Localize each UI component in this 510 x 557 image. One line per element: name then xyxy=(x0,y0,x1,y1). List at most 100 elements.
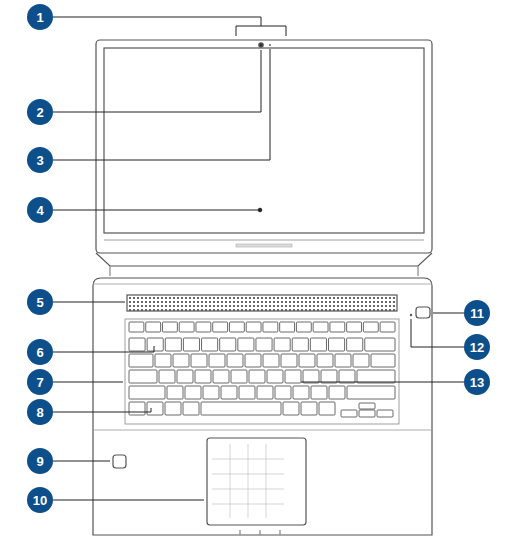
callout-number: 10 xyxy=(27,487,53,513)
key xyxy=(357,370,395,383)
key xyxy=(159,370,175,383)
key xyxy=(292,338,308,351)
key xyxy=(263,322,278,332)
key xyxy=(353,354,369,367)
key xyxy=(249,370,265,383)
callout-circle xyxy=(27,147,53,173)
key xyxy=(321,370,337,383)
camera-indicator xyxy=(269,44,271,46)
callout-number: 6 xyxy=(27,339,53,365)
arrow-key xyxy=(341,410,357,417)
key xyxy=(347,338,363,351)
key xyxy=(329,386,345,399)
speaker-grille xyxy=(127,295,397,311)
callout-number: 11 xyxy=(464,300,490,326)
key xyxy=(280,322,295,332)
key xyxy=(301,402,317,415)
callout-circle xyxy=(27,369,53,395)
key xyxy=(239,386,255,399)
arrow-key xyxy=(377,410,393,417)
key xyxy=(221,386,237,399)
key xyxy=(347,386,395,399)
key xyxy=(129,338,145,351)
callout-circle xyxy=(27,197,53,223)
touchpad xyxy=(207,438,306,525)
callout-circle xyxy=(27,289,53,315)
key xyxy=(185,386,201,399)
callout-number: 9 xyxy=(27,448,53,474)
key xyxy=(231,370,247,383)
key xyxy=(330,322,345,332)
arrow-key xyxy=(359,410,375,417)
key xyxy=(146,322,161,332)
callout-number: 8 xyxy=(27,399,53,425)
key xyxy=(229,322,244,332)
key xyxy=(195,370,211,383)
key xyxy=(299,354,315,367)
key xyxy=(267,370,283,383)
key xyxy=(167,386,183,399)
key xyxy=(317,354,333,367)
key xyxy=(263,354,279,367)
key xyxy=(365,338,395,351)
key xyxy=(213,370,229,383)
base-outline xyxy=(93,278,432,535)
key xyxy=(209,354,225,367)
callout-circle xyxy=(27,4,53,30)
callout-circle xyxy=(464,300,490,326)
arrow-key xyxy=(359,403,375,409)
key xyxy=(227,354,243,367)
key xyxy=(293,386,309,399)
key xyxy=(283,402,299,415)
key xyxy=(203,386,219,399)
callout-number: 5 xyxy=(27,289,53,315)
key xyxy=(162,322,177,332)
callout-number: 2 xyxy=(27,99,53,125)
key xyxy=(245,354,261,367)
key xyxy=(339,370,355,383)
key xyxy=(129,370,157,383)
key xyxy=(179,322,194,332)
callout-number: 3 xyxy=(27,147,53,173)
key xyxy=(313,322,328,332)
callout-circle xyxy=(27,339,53,365)
leader-lines xyxy=(53,17,464,500)
display-panel xyxy=(104,48,424,233)
key xyxy=(147,402,163,415)
callout-number: 4 xyxy=(27,197,53,223)
callout-circle xyxy=(27,448,53,474)
callout-number: 13 xyxy=(464,369,490,395)
key xyxy=(257,386,273,399)
callout-number: 7 xyxy=(27,369,53,395)
key xyxy=(274,338,290,351)
key xyxy=(177,370,193,383)
hinge xyxy=(96,253,432,266)
key xyxy=(256,338,272,351)
key xyxy=(296,322,311,332)
key xyxy=(380,322,395,332)
callout-circle xyxy=(27,399,53,425)
key xyxy=(155,354,171,367)
key xyxy=(246,322,261,332)
callout-number: 12 xyxy=(464,334,490,360)
key xyxy=(147,338,163,351)
key xyxy=(363,322,378,332)
keyboard-area xyxy=(125,319,399,424)
fingerprint-sensor xyxy=(113,455,126,468)
callout-number: 1 xyxy=(27,4,53,30)
key xyxy=(129,386,165,399)
callout-circle xyxy=(464,334,490,360)
key xyxy=(165,402,181,415)
key xyxy=(371,354,395,367)
key xyxy=(129,402,145,415)
key xyxy=(347,322,362,332)
lid-outline xyxy=(96,40,432,253)
key xyxy=(129,354,153,367)
key xyxy=(329,338,345,351)
callout-circle xyxy=(464,369,490,395)
key xyxy=(311,386,327,399)
key xyxy=(238,338,254,351)
key xyxy=(220,338,236,351)
